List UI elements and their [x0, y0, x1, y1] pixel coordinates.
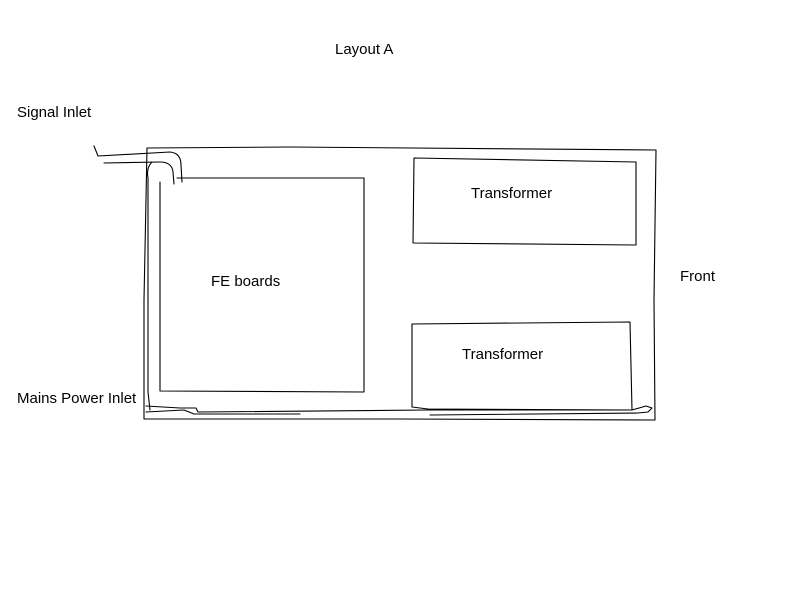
transformer-bottom-label: Transformer — [462, 346, 544, 363]
signal-inlet-label: Signal Inlet — [17, 104, 92, 121]
fe-boards-box — [159, 177, 365, 393]
mains-cable-lower — [145, 409, 301, 415]
fe-boards-label: FE boards — [211, 273, 281, 290]
front-label: Front — [680, 268, 716, 285]
transformer-top-box — [412, 157, 637, 246]
diagram-title: Layout A — [335, 41, 394, 58]
transformer-bottom-box — [411, 321, 633, 411]
transformer-top-label: Transformer — [471, 185, 553, 202]
mains-power-inlet-label: Mains Power Inlet — [17, 390, 137, 407]
enclosure-outline — [143, 146, 657, 421]
signal-cable-left-run — [146, 161, 153, 411]
signal-cable-inner — [103, 161, 175, 185]
signal-cable-outer — [93, 145, 183, 183]
mains-cable — [145, 405, 653, 416]
